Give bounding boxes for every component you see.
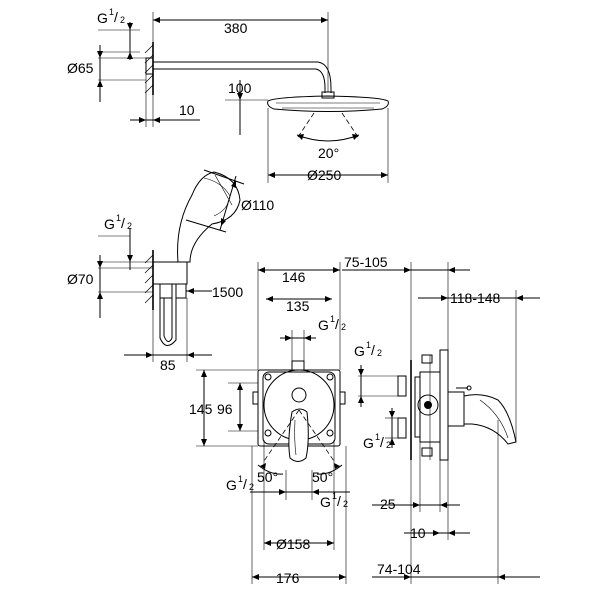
side-upper-thread-den: 2 [377, 348, 382, 358]
side-upper-thread-num: 1 [366, 340, 371, 350]
mixer-front-view: 146 135 G 1 / 2 145 96 50° 50° G 1 / 2 G… [189, 262, 350, 586]
front-br-thread-num: 1 [332, 491, 337, 501]
install-depth-label: 75-105 [344, 254, 388, 270]
side-lower-thread-den: 2 [386, 440, 391, 450]
head-thread-g-label: G [97, 10, 108, 26]
head-flange-dia-label: Ø65 [67, 60, 94, 76]
angle-right-label: 50° [312, 469, 333, 485]
hand-hose-length-label: 1500 [212, 284, 243, 300]
mixer-lever [288, 408, 309, 462]
wall-outlet-holder [152, 261, 188, 285]
mixer-side-view: 75-105 G 1 / 2 G 1 / 2 118-148 25 10 74-… [342, 254, 540, 584]
front-top-thread-g: G [318, 317, 329, 333]
svg-text:/: / [380, 434, 384, 450]
head-wall-offset-label: 10 [179, 102, 195, 118]
svg-text:/: / [337, 493, 341, 509]
svg-text:/: / [371, 342, 375, 358]
trim-depth-label: 74-104 [377, 561, 421, 577]
side-wall-offset-label: 10 [410, 525, 426, 541]
hand-shower-view: Ø110 G 1 / 2 Ø70 1500 85 [67, 169, 274, 373]
lever-reach-label: 118-148 [450, 290, 501, 306]
front-top-thread-den: 2 [341, 322, 346, 332]
side-lever [463, 394, 517, 445]
front-bl-thread-num: 1 [238, 474, 243, 484]
hand-projection-label: 85 [160, 357, 176, 373]
plate-dia-label: Ø158 [276, 536, 310, 552]
head-arm-drop-label: 100 [228, 80, 252, 96]
hand-outlet-dia-label: Ø70 [67, 271, 94, 287]
side-lower-thread-num: 1 [375, 432, 380, 442]
hand-thread-num: 1 [116, 213, 121, 223]
side-lower-thread-g: G [363, 435, 374, 451]
box-height-label: 145 [189, 401, 213, 417]
inner-height-label: 96 [217, 401, 233, 417]
svg-text:/: / [121, 215, 125, 231]
box-width-label: 146 [282, 269, 306, 285]
overall-width-label: 176 [276, 570, 300, 586]
head-thread-den: 2 [120, 15, 125, 25]
angle-left-label: 50° [257, 469, 278, 485]
head-shower [267, 95, 389, 112]
mount-spacing-label: 135 [286, 298, 310, 314]
hand-head-dia-label: Ø110 [241, 197, 274, 213]
head-thread-num: 1 [109, 7, 114, 17]
head-spray-angle-label: 20° [318, 145, 339, 161]
hand-thread-g-label: G [104, 216, 115, 232]
head-dia-label: Ø250 [307, 167, 341, 183]
svg-text:/: / [243, 476, 247, 492]
head-shower-view: G 1 / 2 380 Ø65 100 10 20° Ø250 [67, 7, 389, 183]
box-depth-label: 25 [380, 496, 396, 512]
side-upper-thread-g: G [354, 343, 365, 359]
svg-text:/: / [335, 316, 339, 332]
svg-text:/: / [114, 9, 118, 25]
front-br-thread-den: 2 [343, 499, 348, 509]
front-bl-thread-g: G [226, 477, 237, 493]
hand-thread-den: 2 [127, 221, 132, 231]
front-bl-thread-den: 2 [249, 482, 254, 492]
hand-shower [177, 171, 241, 263]
wall-flange [145, 57, 154, 75]
front-br-thread-g: G [320, 494, 331, 510]
head-arm-length-label: 380 [224, 20, 248, 36]
front-top-thread-num: 1 [330, 314, 335, 324]
